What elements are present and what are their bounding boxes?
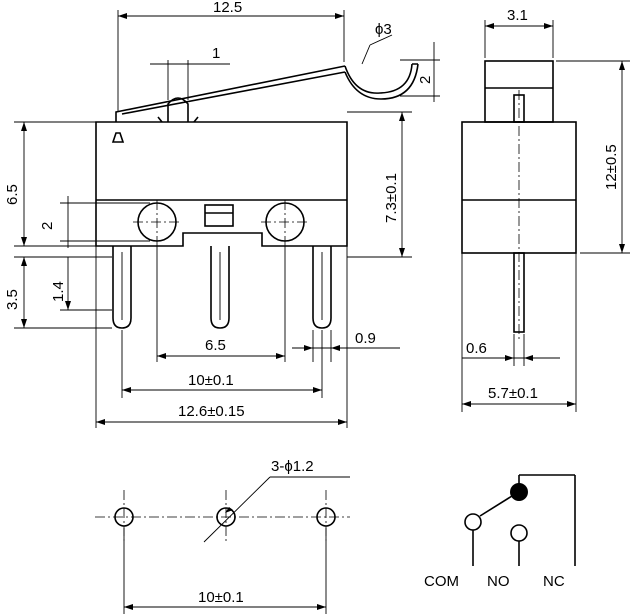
dim-body-to-pin: 7.3±0.1 [383,173,400,223]
dim-total-length: 12.5 [213,0,242,16]
terminal-nc-label: NC [543,573,565,590]
nc-contact [510,483,528,501]
dim-lever-offset: 1 [212,45,220,62]
pcb-hole-pattern: 3-ϕ1.2 10±0.1 [95,458,350,614]
dim-pin-spacing: 6.5 [205,337,226,354]
terminal-no-label: NO [487,573,510,590]
pin-com [112,246,132,329]
side-view: 3.1 12±0.5 0.6 5.7±0.1 [461,7,630,412]
dim-hole-callout: 3-ϕ1.2 [271,458,314,475]
center-notch [204,204,234,227]
dim-outer-pin-spacing: 10±0.1 [188,372,234,389]
dim-pin-tip: 1.4 [50,281,67,302]
com-contact [464,513,482,531]
pin-nc [312,246,332,329]
indicator-mark [111,132,125,143]
dim-pin-length: 3.5 [4,289,21,310]
switch-schematic: COM NO NC [424,474,576,590]
pin-no [210,246,230,329]
lever-roller [344,63,419,100]
pcb-hole-3 [316,507,336,527]
dim-body-length: 12.6±0.15 [178,403,245,420]
dim-side-height: 12±0.5 [603,144,620,190]
dim-pin-width: 0.9 [355,330,376,347]
dim-side-width: 3.1 [507,7,528,24]
dim-pcb-pin-spacing: 10±0.1 [198,589,244,606]
dim-roller-diameter: ϕ3 [375,21,392,38]
pcb-hole-1 [114,507,134,527]
no-contact [510,524,528,542]
pcb-hole-2 [216,507,236,527]
plunger [167,97,189,122]
lever-arm [115,65,346,122]
dim-side-body-width: 5.7±0.1 [488,385,538,402]
terminal-com-label: COM [424,573,459,590]
switch-body-outline [95,121,348,247]
dim-pin-thickness: 0.6 [466,340,487,357]
dim-roller-height: 2 [417,76,434,84]
dim-body-height: 6.5 [4,184,21,205]
front-view: 12.5 1 ϕ3 2 6.5 2 7.3±0.1 [4,0,440,428]
dim-hole-offset: 2 [39,222,56,230]
